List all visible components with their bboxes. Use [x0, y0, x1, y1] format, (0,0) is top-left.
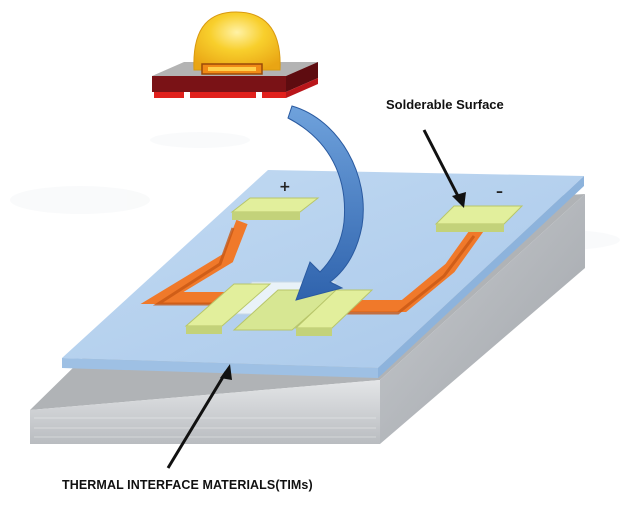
- tim-pointer-head: [220, 364, 232, 380]
- solderable-surface-pointer: [422, 129, 462, 201]
- led-contact-side: [286, 78, 318, 98]
- solder-pads: [184, 197, 524, 336]
- led-contact-right: [262, 92, 286, 98]
- tim-pointer: [166, 371, 228, 469]
- placement-arrow-body: [287, 105, 364, 301]
- polarity-plus-label: +: [279, 179, 291, 195]
- pad-minus-front: [436, 224, 504, 232]
- led-package: [152, 11, 318, 98]
- led-contact-left: [154, 92, 184, 98]
- copper-traces: [140, 219, 485, 315]
- dielectric-side: [378, 176, 584, 378]
- base-board-front: [30, 380, 380, 444]
- pad-led-left-front: [186, 326, 222, 334]
- polarity-minus-label: –: [496, 184, 503, 200]
- trace-left: [140, 219, 248, 304]
- tim-label: THERMAL INTERFACE MATERIALS(TIMs): [62, 478, 313, 492]
- solderable-surface-pointer-head: [452, 192, 466, 208]
- led-base-front: [152, 76, 286, 92]
- led-dome: [193, 11, 281, 71]
- led-die-inner: [208, 67, 256, 71]
- trace-left-edge: [152, 227, 235, 306]
- pad-plus-front: [232, 212, 300, 220]
- dielectric-front: [62, 358, 378, 378]
- callout-pointers: [166, 129, 466, 469]
- led-contact-center: [190, 92, 256, 98]
- trace-right-edge: [330, 235, 476, 315]
- placement-arrow: [287, 105, 364, 301]
- pad-led-right-front: [296, 328, 332, 336]
- led-base-side: [286, 62, 318, 92]
- solderable-surface-label: Solderable Surface: [386, 97, 504, 112]
- base-board-side: [380, 194, 585, 444]
